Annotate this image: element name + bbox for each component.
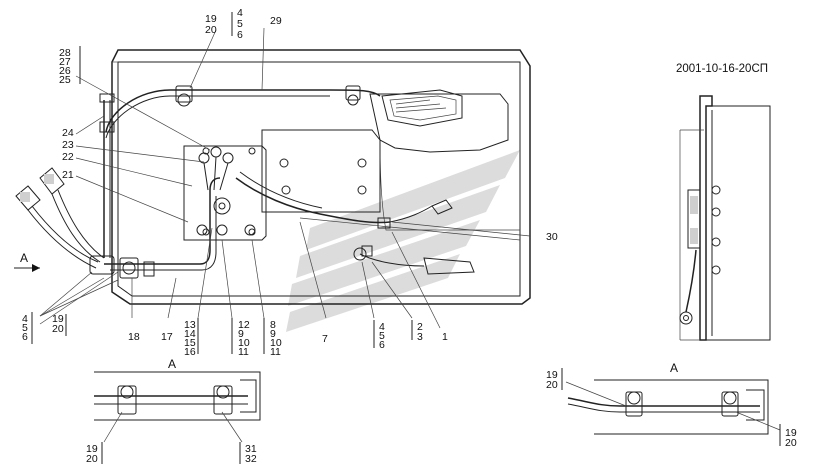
svg-text:8: 8	[270, 319, 276, 331]
svg-text:9: 9	[238, 328, 244, 340]
svg-text:20: 20	[546, 379, 558, 391]
callout-19-20-left: 19 20	[52, 313, 67, 336]
view-arrow-a	[14, 264, 40, 272]
main-view	[15, 49, 531, 305]
callout-24: 24	[62, 127, 74, 139]
svg-text:20: 20	[86, 453, 98, 465]
svg-text:16: 16	[184, 346, 196, 358]
svg-text:28: 28	[59, 47, 71, 59]
svg-text:14: 14	[184, 328, 196, 340]
callout-1: 1	[442, 331, 448, 343]
svg-text:9: 9	[270, 328, 276, 340]
svg-text:4: 4	[22, 313, 28, 325]
callout-18: 18	[128, 331, 140, 343]
callout-31-32: 31 32	[239, 442, 257, 465]
callout-17: 17	[161, 331, 173, 343]
drawing-code: 2001-10-16-20СП	[676, 63, 768, 75]
connector-plugs	[15, 167, 105, 269]
svg-text:32: 32	[245, 453, 257, 465]
svg-text:19: 19	[86, 443, 98, 455]
callout-22: 22	[62, 151, 74, 163]
svg-text:20: 20	[785, 437, 797, 449]
svg-text:20: 20	[52, 323, 64, 335]
view-label-sub-left: A	[168, 357, 176, 371]
svg-text:6: 6	[379, 339, 385, 351]
svg-text:15: 15	[184, 337, 196, 349]
callout-19-20-4-5-6-top: 19 20 4 5 6	[205, 7, 243, 41]
svg-text:5: 5	[22, 322, 28, 334]
callout-2-3: 2 3	[411, 320, 423, 343]
svg-text:2: 2	[417, 321, 423, 333]
callout-19-20-sub-right-bottom: 19 20	[779, 424, 797, 449]
callout-28-25: 28 27 26 25	[59, 46, 81, 86]
callout-19-20-sub-left: 19 20	[86, 442, 103, 465]
callout-30: 30	[546, 231, 558, 243]
svg-text:13: 13	[184, 319, 196, 331]
svg-text:6: 6	[237, 29, 243, 41]
svg-text:27: 27	[59, 56, 71, 68]
svg-text:5: 5	[379, 330, 385, 342]
callout-12-11: 12 9 10 11	[231, 318, 250, 358]
view-label-sub-right: A	[670, 361, 678, 375]
callout-19-20-sub-right-top: 19 20	[546, 368, 563, 391]
svg-text:31: 31	[245, 443, 257, 455]
svg-text:19: 19	[205, 13, 217, 25]
svg-text:26: 26	[59, 65, 71, 77]
svg-text:11: 11	[238, 346, 249, 358]
view-label-main: A	[20, 251, 28, 265]
svg-text:6: 6	[22, 331, 28, 343]
svg-text:5: 5	[237, 18, 243, 30]
svg-text:20: 20	[205, 24, 217, 36]
svg-text:19: 19	[52, 313, 64, 325]
side-view	[679, 95, 771, 341]
callout-7: 7	[322, 333, 328, 345]
leader-lines	[39, 27, 781, 443]
svg-text:10: 10	[270, 337, 282, 349]
svg-text:10: 10	[238, 337, 250, 349]
svg-text:12: 12	[238, 319, 250, 331]
callout-29: 29	[270, 15, 282, 27]
svg-text:25: 25	[59, 74, 71, 86]
svg-text:19: 19	[546, 369, 558, 381]
callout-21: 21	[62, 169, 74, 181]
callout-8-11: 8 9 10 11	[263, 318, 282, 358]
svg-text:4: 4	[379, 321, 385, 333]
watermark-logo	[286, 150, 520, 332]
svg-text:4: 4	[237, 7, 243, 19]
sub-view-a-right	[567, 379, 769, 435]
svg-text:3: 3	[417, 331, 423, 343]
relay-group	[196, 146, 256, 236]
callout-4-5-6-left: 4 5 6	[22, 312, 33, 344]
callout-13-16: 13 14 15 16	[184, 318, 199, 358]
svg-text:19: 19	[785, 427, 797, 439]
sub-view-a-left	[94, 371, 261, 421]
callout-23: 23	[62, 139, 74, 151]
callout-4-5-6-bottom: 4 5 6	[373, 320, 385, 351]
svg-text:11: 11	[270, 346, 281, 358]
